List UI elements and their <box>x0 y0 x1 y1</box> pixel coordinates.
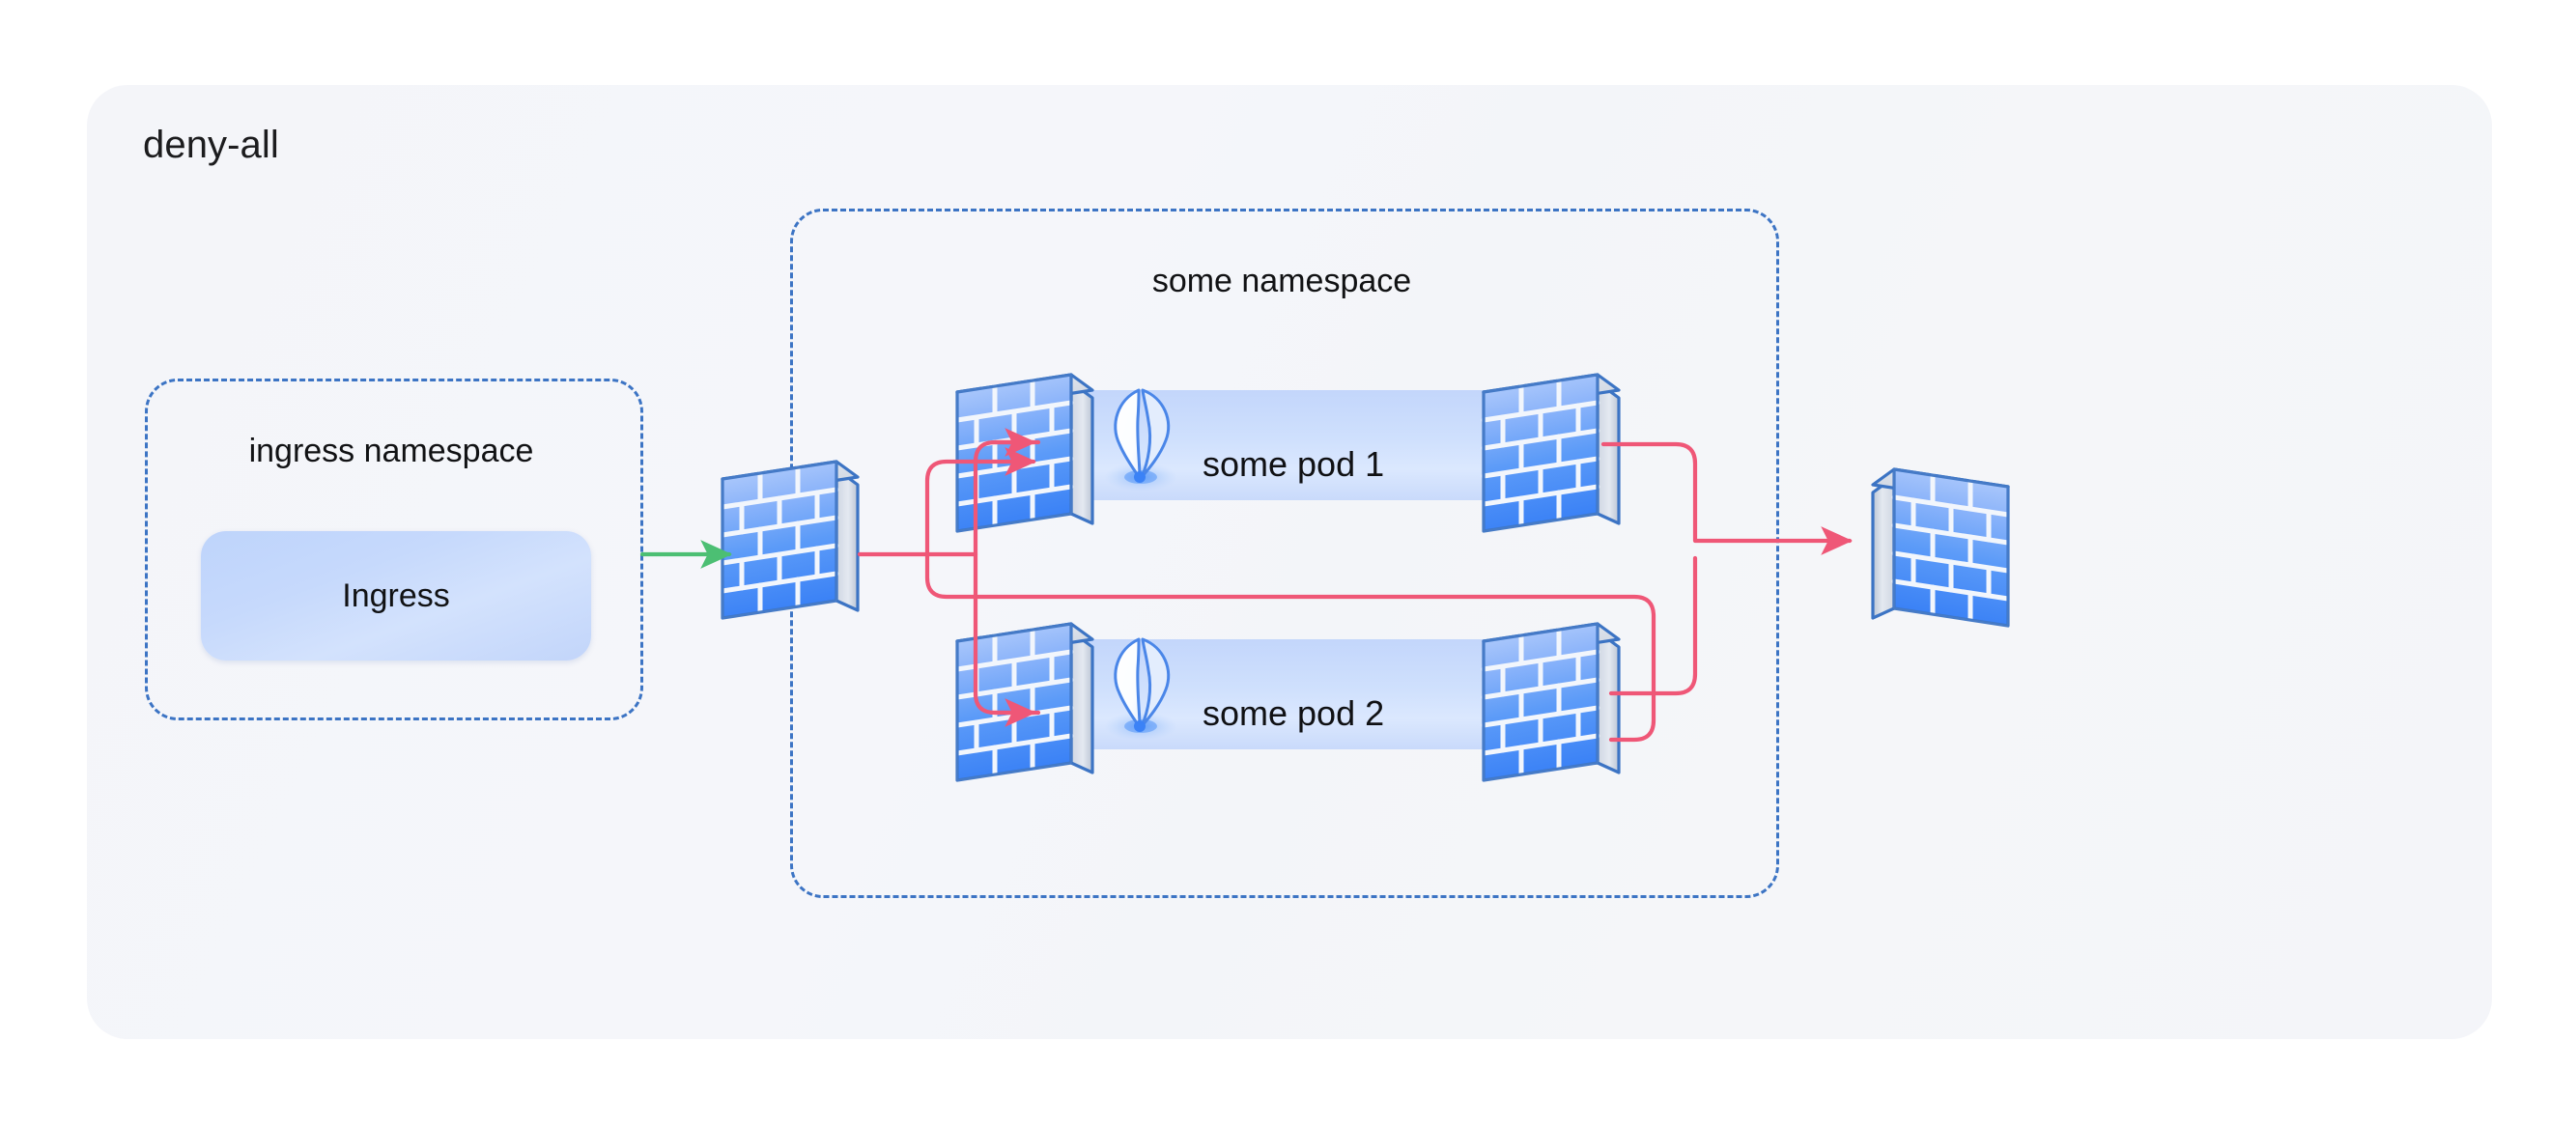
ingress-node[interactable]: Ingress <box>201 531 591 661</box>
pod-label-some-pod-2: some pod 2 <box>1203 693 1385 733</box>
connector-pod1-to-exit <box>1600 441 1853 555</box>
ingress-label: Ingress <box>342 577 450 614</box>
firewall-exit-icon <box>1873 469 2008 626</box>
page-title: deny-all <box>143 124 279 166</box>
connector-pod2-to-exit <box>1608 555 1698 696</box>
ingress-namespace-box <box>145 379 643 720</box>
pod-teardrop-icon-2 <box>1102 637 1179 743</box>
firewall-entry-icon <box>722 462 858 618</box>
firewall-pod2-out-icon <box>1484 624 1619 780</box>
pod-body-some-pod-1 <box>1019 390 1497 500</box>
some-namespace-label: some namespace <box>1151 263 1412 299</box>
pod-body-some-pod-2 <box>1019 639 1497 749</box>
firewall-pod1-out-icon <box>1484 375 1619 531</box>
pod-teardrop-icon-1 <box>1102 388 1179 493</box>
connector-pod2-back-to-pod1 <box>924 447 1656 743</box>
ingress-namespace-label: ingress namespace <box>248 433 534 469</box>
pod-label-some-pod-1: some pod 1 <box>1203 444 1385 484</box>
